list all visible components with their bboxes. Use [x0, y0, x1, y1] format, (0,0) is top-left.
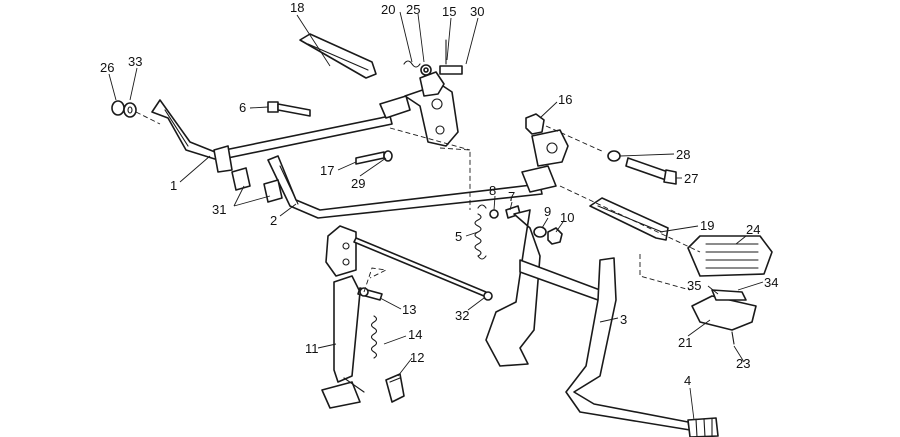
bolt-17-washer-29	[355, 150, 393, 165]
callout-21: 21	[678, 335, 692, 350]
top-hardware	[403, 39, 463, 76]
callout-12: 12	[410, 350, 424, 365]
callout-2: 2	[270, 213, 277, 228]
side-stand-11	[321, 225, 365, 409]
callout-4: 4	[684, 373, 691, 388]
lever-18	[299, 33, 377, 79]
callout-23: 23	[736, 356, 750, 371]
callout-10: 10	[560, 210, 574, 225]
callout-15: 15	[442, 4, 456, 19]
upper-bracket	[379, 71, 569, 193]
leader-lines	[108, 11, 764, 421]
center-stand-3	[485, 209, 691, 431]
callout-8: 8	[489, 183, 496, 198]
callout-30: 30	[470, 4, 484, 19]
callout-28: 28	[676, 147, 690, 162]
frame-bar-1	[151, 99, 393, 173]
spring-14	[370, 315, 378, 359]
callout-32: 32	[455, 308, 469, 323]
washers-26-33	[111, 100, 161, 125]
rod-32	[353, 237, 493, 301]
callout-18: 18	[290, 0, 304, 15]
frame-bar-2	[267, 155, 543, 219]
cap-12	[385, 373, 405, 403]
callout-26: 26	[100, 60, 114, 75]
callout-33: 33	[128, 54, 142, 69]
callout-11: 11	[305, 341, 319, 356]
callout-14: 14	[408, 327, 422, 342]
callout-labels: 18 20 25 15 30 26 33 6 16 17 29 28 27 1 …	[100, 0, 778, 388]
callout-5: 5	[455, 229, 462, 244]
callout-27: 27	[684, 171, 698, 186]
callout-24: 24	[746, 222, 760, 237]
grip-4	[687, 417, 719, 437]
callout-19: 19	[700, 218, 714, 233]
support-21	[691, 289, 757, 345]
bolt-6	[267, 101, 311, 117]
callout-17: 17	[320, 163, 334, 178]
bolt-13	[357, 287, 383, 301]
callout-31: 31	[212, 202, 226, 217]
callout-13: 13	[402, 302, 416, 317]
footrest-24	[687, 235, 773, 277]
callout-7: 7	[508, 189, 515, 204]
callout-1: 1	[170, 178, 177, 193]
callout-34: 34	[764, 275, 778, 290]
callout-16: 16	[558, 92, 572, 107]
callout-20: 20	[381, 2, 395, 17]
callout-6: 6	[239, 100, 246, 115]
callout-35: 35	[687, 278, 701, 293]
assembly-lines	[363, 127, 701, 293]
callout-25: 25	[406, 2, 420, 17]
spring-5	[474, 204, 487, 260]
callout-9: 9	[544, 204, 551, 219]
callout-3: 3	[620, 312, 627, 327]
right-hardware	[525, 113, 677, 185]
callout-29: 29	[351, 176, 365, 191]
